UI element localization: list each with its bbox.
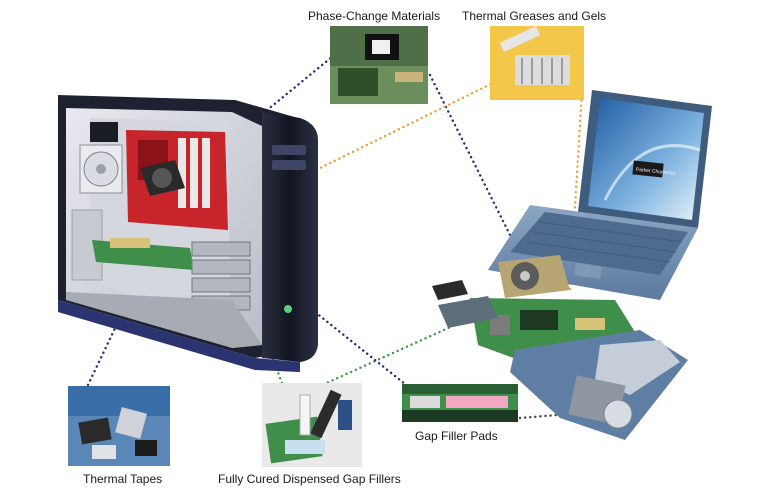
photo-thermal-greases — [490, 26, 584, 100]
laptop-screen-logo: Parker Chomerics — [636, 167, 677, 177]
desktop-tower — [58, 95, 318, 372]
photo-gap-filler-pads — [402, 384, 518, 422]
laptop-internals — [432, 255, 688, 440]
photo-thermal-tapes — [68, 386, 170, 466]
connector-gap-pads-to-pc — [298, 298, 417, 394]
connector-fully-cured-to-laptop — [298, 323, 457, 397]
photo-fully-cured — [262, 383, 362, 467]
label-thermal-greases-and-gels: Thermal Greases and Gels — [462, 9, 607, 23]
connector-greases-to-pc — [243, 80, 497, 207]
label-phase-change-materials: Phase-Change Materials — [308, 9, 441, 23]
label-thermal-tapes: Thermal Tapes — [83, 472, 163, 486]
label-gap-filler-pads: Gap Filler Pads — [415, 429, 498, 443]
label-fully-cured-dispensed-gap-fillers: Fully Cured Dispensed Gap Fillers — [218, 472, 401, 486]
photo-phase-change — [330, 26, 428, 104]
